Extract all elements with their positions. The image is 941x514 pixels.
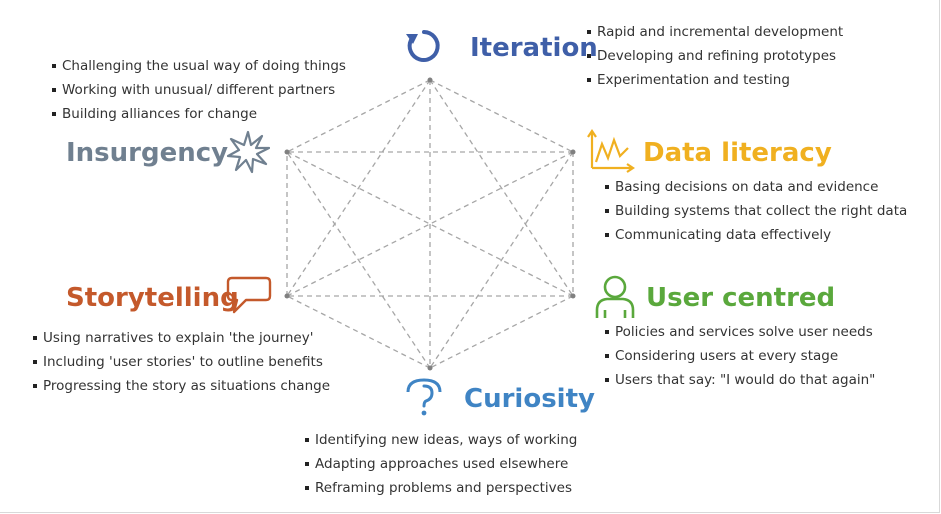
speech-bubble-icon bbox=[226, 276, 272, 314]
user-centred-bullets: Policies and services solve user needs C… bbox=[605, 320, 875, 392]
curiosity-bullet: Identifying new ideas, ways of working bbox=[305, 428, 577, 452]
connection-line bbox=[429, 79, 574, 297]
user-centred-bullet: Considering users at every stage bbox=[605, 344, 875, 368]
network-vertex bbox=[284, 293, 290, 299]
user-centred-bullet: Policies and services solve user needs bbox=[605, 320, 875, 344]
storytelling-bullet: Using narratives to explain 'the journey… bbox=[33, 326, 330, 350]
curiosity-title: Curiosity bbox=[464, 384, 595, 414]
data-literacy-bullet: Building systems that collect the right … bbox=[605, 199, 907, 223]
user-icon bbox=[595, 275, 635, 318]
network-vertex bbox=[427, 77, 433, 83]
iteration-bullet: Developing and refining prototypes bbox=[587, 44, 843, 68]
connection-line bbox=[429, 295, 574, 369]
insurgency-bullet: Working with unusual/ different partners bbox=[52, 78, 346, 102]
data-literacy-bullets: Basing decisions on data and evidence Bu… bbox=[605, 175, 907, 247]
iteration-bullets: Rapid and incremental development Develo… bbox=[587, 20, 843, 92]
storytelling-title: Storytelling bbox=[66, 283, 239, 313]
user-centred-bullet: Users that say: "I would do that again" bbox=[605, 368, 875, 392]
network-vertex bbox=[570, 149, 576, 155]
curiosity-bullet: Adapting approaches used elsewhere bbox=[305, 452, 577, 476]
network-vertex bbox=[570, 293, 576, 299]
iteration-title: Iteration bbox=[470, 33, 598, 63]
insurgency-bullets: Challenging the usual way of doing thing… bbox=[52, 54, 346, 126]
data-literacy-title: Data literacy bbox=[643, 138, 832, 168]
data-literacy-bullet: Basing decisions on data and evidence bbox=[605, 175, 907, 199]
storytelling-bullet: Including 'user stories' to outline bene… bbox=[33, 350, 330, 374]
burst-icon bbox=[226, 130, 270, 174]
iteration-bullet: Experimentation and testing bbox=[587, 68, 843, 92]
connection-line bbox=[429, 151, 574, 369]
iteration-bullet: Rapid and incremental development bbox=[587, 20, 843, 44]
insurgency-title: Insurgency bbox=[66, 138, 229, 168]
storytelling-bullet: Progressing the story as situations chan… bbox=[33, 374, 330, 398]
user-centred-title: User centred bbox=[646, 283, 836, 313]
data-literacy-bullet: Communicating data effectively bbox=[605, 223, 907, 247]
line-chart-icon bbox=[587, 129, 635, 173]
curiosity-bullets: Identifying new ideas, ways of working A… bbox=[305, 428, 577, 500]
connection-line bbox=[429, 79, 574, 153]
insurgency-bullet: Building alliances for change bbox=[52, 102, 346, 126]
cycle-arrow-icon bbox=[406, 30, 440, 62]
storytelling-bullets: Using narratives to explain 'the journey… bbox=[33, 326, 330, 398]
insurgency-bullet: Challenging the usual way of doing thing… bbox=[52, 54, 346, 78]
connection-line bbox=[286, 79, 431, 297]
connection-line bbox=[286, 151, 431, 369]
network-vertex bbox=[427, 365, 433, 371]
network-vertex bbox=[284, 149, 290, 155]
curiosity-bullet: Reframing problems and perspectives bbox=[305, 476, 577, 500]
question-mark-icon bbox=[406, 378, 442, 416]
